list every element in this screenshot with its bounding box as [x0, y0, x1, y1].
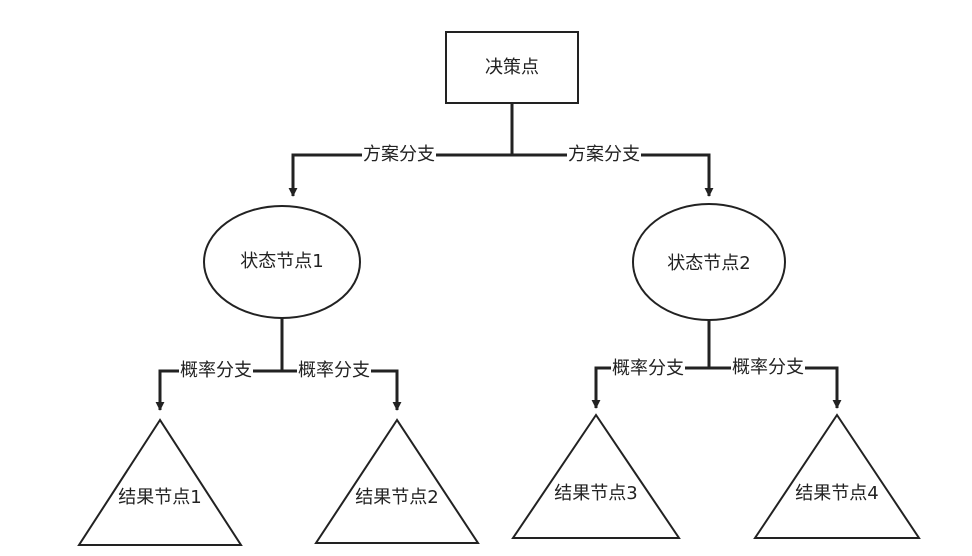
outcome-node-3-label: 结果节点3: [554, 483, 638, 504]
state-node-2-label: 状态节点2: [667, 253, 751, 274]
option-branch-right-label: 方案分支: [567, 144, 641, 166]
outcome-node-2-label: 结果节点2: [355, 487, 439, 508]
outcome-node-2[interactable]: [314, 418, 480, 544]
outcome-node-4-label: 结果节点4: [795, 483, 879, 504]
state-node-1-label: 状态节点1: [240, 251, 324, 272]
option-branch-left-label: 方案分支: [362, 144, 436, 166]
outcome-node-3[interactable]: [511, 413, 681, 539]
prob-branch-1a-label: 概率分支: [179, 360, 253, 382]
prob-branch-1b-label: 概率分支: [297, 360, 371, 382]
outcome-node-1[interactable]: [77, 418, 243, 546]
prob-branch-2a-label: 概率分支: [611, 358, 685, 380]
outcome-node-1-label: 结果节点1: [118, 487, 202, 508]
outcome-node-4[interactable]: [753, 413, 921, 539]
prob-branch-2b-label: 概率分支: [731, 357, 805, 379]
decision-node[interactable]: [445, 31, 579, 104]
decision-node-label: 决策点: [485, 57, 539, 78]
